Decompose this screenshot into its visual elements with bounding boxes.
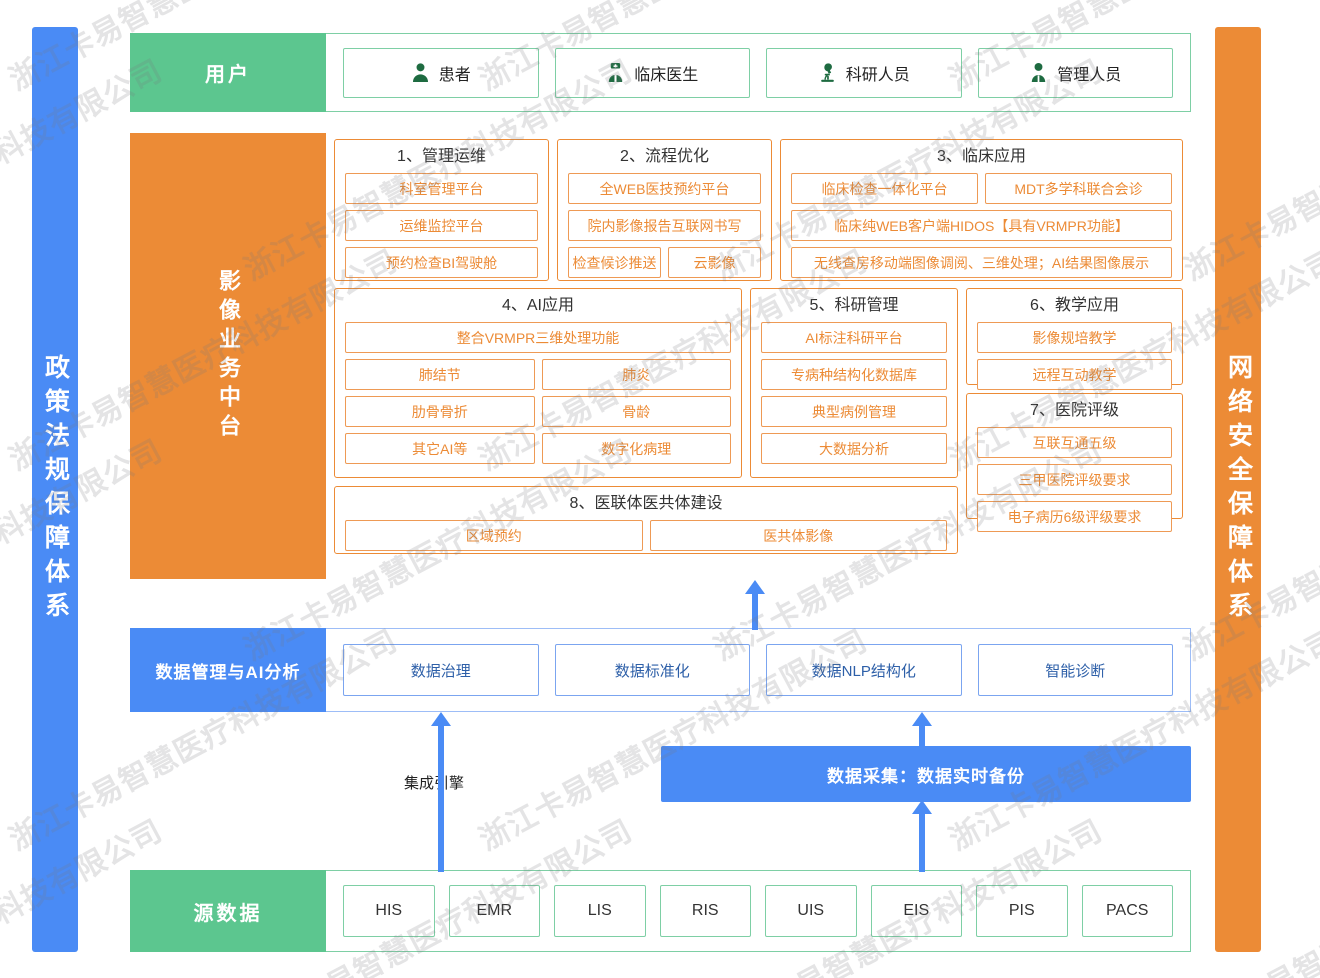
- capability-chip[interactable]: 骨龄: [541, 396, 731, 428]
- arrow-collection-to-data: [912, 712, 932, 752]
- capability-chip[interactable]: 科室管理平台: [345, 173, 538, 205]
- capability-group-grp5: 5、科研管理 AI标注科研平台专病种结构化数据库典型病例管理大数据分析: [750, 288, 958, 478]
- user-card-label: 临床医生: [634, 66, 699, 84]
- capability-chip[interactable]: 专病种结构化数据库: [761, 359, 947, 391]
- data-management-card-list: 数据治理数据标准化数据NLP结构化智能诊断: [326, 629, 1190, 711]
- microscope-icon: [820, 63, 834, 82]
- capability-chip[interactable]: 互联互通五级: [977, 427, 1172, 459]
- data-collection-box: 数据采集：数据实时备份: [661, 746, 1191, 802]
- arrow-source-to-data-integration: [431, 712, 451, 872]
- capability-group-title: 2、流程优化: [620, 148, 709, 165]
- source-data-card[interactable]: UIS: [765, 885, 857, 937]
- user-card-clinician[interactable]: 临床医生: [554, 47, 750, 98]
- policy-pillar: 政策法规保障体系: [32, 27, 78, 952]
- source-data-label: 源数据: [130, 870, 326, 952]
- capability-chip[interactable]: 电子病历6级评级要求: [977, 501, 1172, 533]
- users-card-list: 患者 临床医生: [326, 34, 1190, 111]
- users-row: 用户 患者 临床医生: [130, 33, 1191, 112]
- data-management-card[interactable]: 数据标准化: [554, 644, 750, 696]
- capability-group-grp8: 8、医联体医共体建设区域预约医共体影像: [334, 486, 958, 554]
- capability-chip[interactable]: 区域预约: [345, 520, 643, 552]
- manager-icon: [1032, 63, 1046, 82]
- capability-chip[interactable]: 预约检查BI驾驶舱: [345, 247, 538, 279]
- capability-chip[interactable]: 影像规培教学: [977, 322, 1172, 354]
- capability-chip[interactable]: 大数据分析: [761, 433, 947, 465]
- doctor-icon: [609, 63, 623, 82]
- capability-group-grp4: 4、AI应用整合VRMPR三维处理功能肺结节肺炎肋骨骨折骨龄其它AI等数字化病理: [334, 288, 742, 478]
- capability-chip[interactable]: 数字化病理: [541, 433, 731, 465]
- security-pillar-label: 网络安全保障体系: [1224, 353, 1253, 626]
- user-card-label: 患者: [438, 66, 471, 84]
- capability-group-title: 4、AI应用: [501, 297, 575, 314]
- capability-group-title: 7、医院评级: [1030, 402, 1119, 419]
- integration-engine-label: 集成引擎: [404, 775, 465, 792]
- user-card-label: 管理人员: [1057, 66, 1122, 84]
- capability-chip-row: 区域预约医共体影像: [345, 520, 947, 552]
- capability-group-grp1: 1、管理运维科室管理平台运维监控平台预约检查BI驾驶舱: [334, 139, 549, 281]
- capability-group-title: 5、科研管理: [809, 297, 899, 314]
- data-management-row: 数据管理与AI分析 数据治理数据标准化数据NLP结构化智能诊断: [130, 628, 1191, 712]
- arrow-data-to-midplatform: [745, 580, 765, 630]
- capability-chip[interactable]: 肺炎: [541, 359, 731, 391]
- capability-chip[interactable]: 云影像: [668, 247, 761, 279]
- user-card-patient[interactable]: 患者: [343, 47, 539, 98]
- capability-group-title: 1、管理运维: [397, 148, 486, 165]
- data-management-card[interactable]: 数据治理: [343, 644, 539, 696]
- user-card-researcher[interactable]: 科研人员: [766, 47, 962, 98]
- capability-chip-row: 检查候诊推送云影像: [568, 247, 761, 279]
- capability-chip[interactable]: 全WEB医技预约平台: [568, 173, 761, 205]
- capability-chip-row: 肺结节肺炎: [345, 359, 731, 391]
- capability-chip[interactable]: 远程互动教学: [977, 359, 1172, 391]
- security-pillar: 网络安全保障体系: [1215, 27, 1261, 952]
- source-data-card[interactable]: EIS: [870, 885, 962, 937]
- capability-chip[interactable]: 院内影像报告互联网书写: [568, 210, 761, 242]
- source-data-card[interactable]: EMR: [448, 885, 540, 937]
- capability-chip[interactable]: 临床检查一体化平台: [791, 173, 978, 205]
- capability-chip[interactable]: MDT多学科联合会诊: [985, 173, 1172, 205]
- capability-chip[interactable]: 三甲医院评级要求: [977, 464, 1172, 496]
- capability-group-grp6: 6、教学应用影像规培教学远程互动教学: [966, 288, 1183, 391]
- imaging-midplatform-label: 影像业务中台: [216, 269, 241, 443]
- source-data-card[interactable]: PACS: [1081, 885, 1173, 937]
- capability-chip[interactable]: 肋骨骨折: [345, 396, 535, 428]
- capability-chip[interactable]: 医共体影像: [649, 520, 947, 552]
- users-row-label: 用户: [130, 33, 326, 112]
- capability-group-title: 8、医联体医共体建设: [569, 495, 723, 512]
- capability-group-title: 3、临床应用: [937, 148, 1026, 165]
- data-management-label: 数据管理与AI分析: [130, 628, 326, 712]
- source-data-card[interactable]: HIS: [343, 885, 435, 937]
- capability-chip[interactable]: 整合VRMPR三维处理功能: [345, 322, 731, 354]
- capability-chip[interactable]: 典型病例管理: [761, 396, 947, 428]
- data-management-card[interactable]: 数据NLP结构化: [766, 644, 962, 696]
- capability-chip[interactable]: 运维监控平台: [345, 210, 538, 242]
- capability-chip[interactable]: 检查候诊推送: [568, 247, 661, 279]
- policy-pillar-label: 政策法规保障体系: [41, 353, 70, 626]
- capability-chip-row: 肋骨骨折骨龄: [345, 396, 731, 428]
- user-card-label: 科研人员: [845, 66, 910, 84]
- arrow-source-to-collection: [912, 800, 932, 872]
- source-data-card[interactable]: LIS: [554, 885, 646, 937]
- source-data-card[interactable]: PIS: [976, 885, 1068, 937]
- capability-chip[interactable]: AI标注科研平台: [761, 322, 947, 354]
- capability-chip[interactable]: 临床纯WEB客户端HIDOS【具有VRMPR功能】: [791, 210, 1172, 242]
- data-management-card[interactable]: 智能诊断: [977, 644, 1173, 696]
- capability-chip-row: 其它AI等数字化病理: [345, 433, 731, 465]
- user-card-manager[interactable]: 管理人员: [977, 47, 1173, 98]
- capability-group-grp2: 2、流程优化全WEB医技预约平台院内影像报告互联网书写检查候诊推送云影像: [557, 139, 772, 281]
- capability-group-title: 6、教学应用: [1030, 297, 1119, 314]
- capability-chip[interactable]: 其它AI等: [345, 433, 535, 465]
- capability-chip[interactable]: 无线查房移动端图像调阅、三维处理；AI结果图像展示: [791, 247, 1172, 279]
- capability-chip[interactable]: 肺结节: [345, 359, 535, 391]
- capability-group-grp7: 7、医院评级互联互通五级三甲医院评级要求电子病历6级评级要求: [966, 393, 1183, 533]
- person-icon: [412, 63, 428, 82]
- imaging-midplatform-label-box: 影像业务中台: [130, 133, 326, 579]
- source-data-card[interactable]: RIS: [659, 885, 751, 937]
